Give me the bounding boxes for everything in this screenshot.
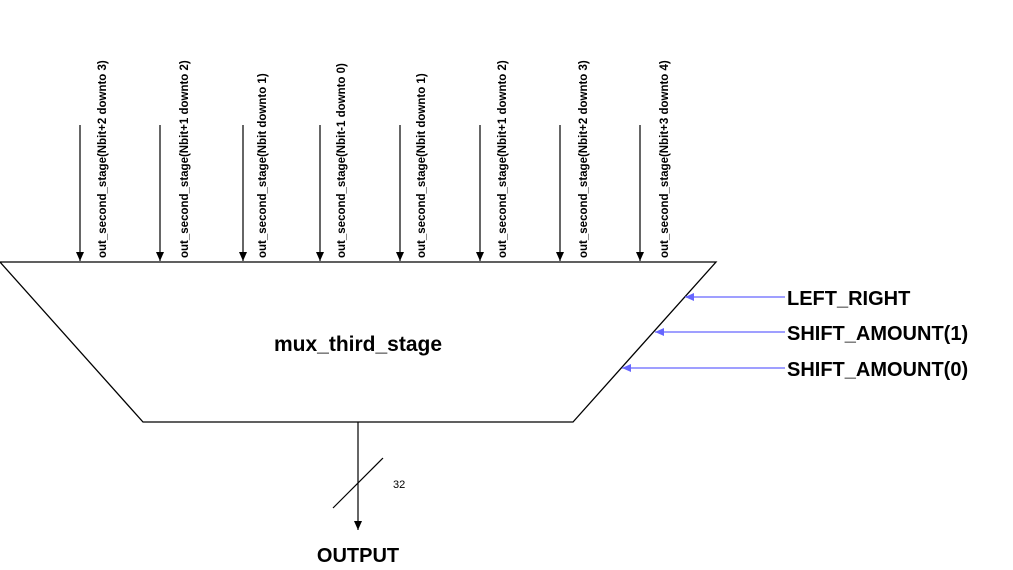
input-label: out_second_stage(Nbit+1 downto 2) bbox=[497, 60, 509, 258]
input-label: out_second_stage(Nbit+1 downto 2) bbox=[179, 60, 191, 258]
input-2: out_second_stage(Nbit downto 1) bbox=[239, 73, 269, 261]
input-7: out_second_stage(Nbit+3 downto 4) bbox=[636, 60, 671, 261]
control-label-shift-amount-1: SHIFT_AMOUNT(1) bbox=[787, 323, 968, 345]
input-4: out_second_stage(Nbit downto 1) bbox=[396, 73, 428, 261]
input-signals: out_second_stage(Nbit+2 downto 3) out_se… bbox=[76, 60, 671, 261]
input-label: out_second_stage(Nbit+2 downto 3) bbox=[97, 60, 109, 258]
mux-title: mux_third_stage bbox=[274, 333, 442, 356]
input-label: out_second_stage(Nbit+3 downto 4) bbox=[659, 60, 671, 258]
control-shift-amount-0: SHIFT_AMOUNT(0) bbox=[622, 359, 968, 381]
output-bus: 32 OUTPUT bbox=[317, 422, 405, 567]
input-label: out_second_stage(Nbit-1 downto 0) bbox=[336, 63, 348, 258]
control-left-right: LEFT_RIGHT bbox=[685, 288, 910, 310]
control-shift-amount-1: SHIFT_AMOUNT(1) bbox=[655, 323, 968, 345]
output-label: OUTPUT bbox=[317, 545, 399, 567]
input-label: out_second_stage(Nbit+2 downto 3) bbox=[578, 60, 590, 258]
input-1: out_second_stage(Nbit+1 downto 2) bbox=[156, 60, 191, 261]
bus-width-slash bbox=[332, 457, 384, 509]
mux-trapezoid bbox=[0, 261, 718, 423]
input-5: out_second_stage(Nbit+1 downto 2) bbox=[476, 60, 509, 261]
control-label-left-right: LEFT_RIGHT bbox=[787, 288, 910, 310]
input-3: out_second_stage(Nbit-1 downto 0) bbox=[316, 63, 348, 261]
bus-width-label: 32 bbox=[393, 479, 405, 491]
mux-block: mux_third_stage bbox=[0, 261, 718, 423]
control-label-shift-amount-0: SHIFT_AMOUNT(0) bbox=[787, 359, 968, 381]
control-signals: LEFT_RIGHT SHIFT_AMOUNT(1) SHIFT_AMOUNT(… bbox=[622, 288, 968, 381]
input-label: out_second_stage(Nbit downto 1) bbox=[416, 73, 428, 258]
input-label: out_second_stage(Nbit downto 1) bbox=[257, 73, 269, 258]
input-0: out_second_stage(Nbit+2 downto 3) bbox=[76, 60, 109, 261]
input-6: out_second_stage(Nbit+2 downto 3) bbox=[556, 60, 590, 261]
